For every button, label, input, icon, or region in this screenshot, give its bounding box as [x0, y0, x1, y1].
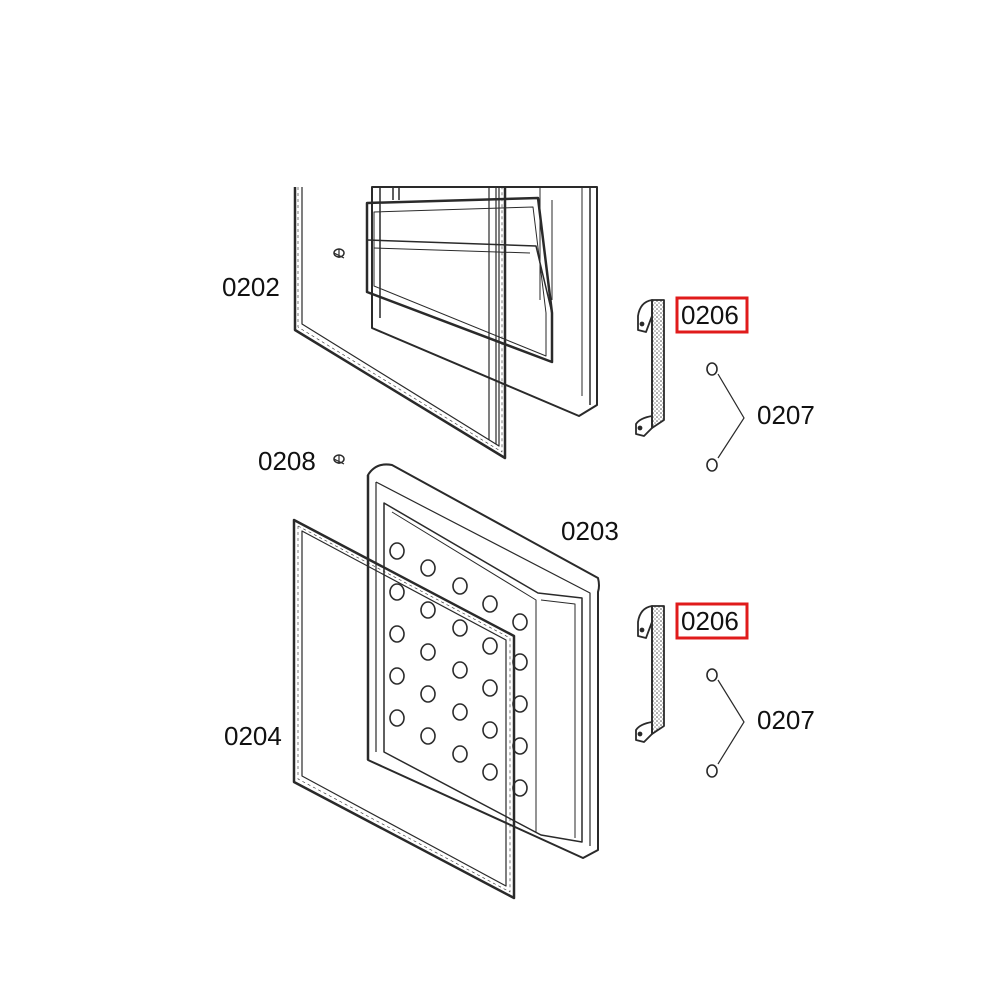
lower-door-seal	[292, 518, 516, 900]
lower-door-assembly	[366, 463, 600, 859]
screw-0208-icon	[333, 454, 345, 465]
label-upper-screws: 0207	[757, 400, 815, 430]
label-lower-door-seal: 0204	[224, 721, 282, 751]
label-upper-door-seal: 0202	[222, 272, 280, 302]
upper-door-screw-icon	[333, 248, 345, 259]
upper-handle	[635, 299, 665, 437]
upper-door-panel	[371, 186, 598, 417]
label-upper-handle: 0206	[681, 300, 739, 330]
label-lower-screws: 0207	[757, 705, 815, 735]
label-lower-door: 0203	[561, 516, 619, 546]
label-lower-handle: 0206	[681, 606, 739, 636]
lower-door-dimples	[389, 542, 528, 797]
lower-screws	[706, 668, 745, 778]
upper-door-seal	[293, 187, 507, 460]
lower-door-liner	[383, 502, 583, 843]
label-screw-part: 0208	[258, 446, 316, 476]
lower-handle-highlight-box	[675, 602, 749, 640]
upper-screws	[706, 362, 745, 472]
lower-handle	[635, 605, 665, 743]
upper-door-assembly	[293, 186, 598, 460]
upper-handle-highlight-box	[675, 296, 749, 334]
lower-door-outer	[367, 463, 600, 859]
upper-door-inner-panel	[365, 196, 554, 364]
